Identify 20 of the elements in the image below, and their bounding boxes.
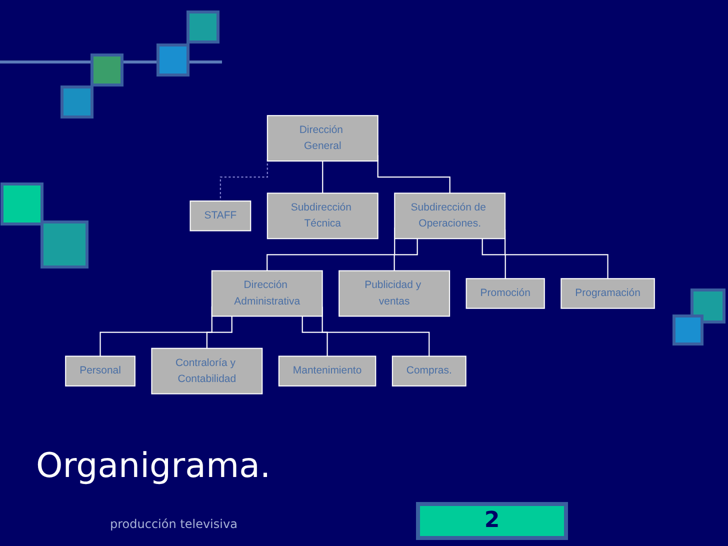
node-box: Personal (65, 356, 136, 387)
node-box: Promoción (466, 278, 545, 310)
node-box: Contraloría y Contabilidad (151, 348, 263, 395)
node-box: Publicidad y ventas (338, 270, 450, 318)
slide-title: Organigrama. (36, 446, 271, 486)
connector (482, 238, 506, 280)
slide-number: 2 (416, 502, 568, 540)
node-box: Programación (560, 278, 655, 310)
connector (394, 238, 418, 272)
node-box: Mantenimiento (278, 356, 376, 387)
node-box: Subdirección Técnica (266, 192, 378, 240)
node-box: Compras. (392, 356, 466, 387)
node-box: Dirección General (266, 115, 378, 162)
footer-text: producción televisiva (110, 517, 238, 531)
node-box: Dirección Administrativa (211, 270, 323, 318)
node-box: Subdirección de Operaciones. (394, 192, 506, 240)
connector (322, 161, 324, 194)
node-box: STAFF (190, 200, 252, 232)
connector (206, 316, 232, 350)
connector (302, 316, 328, 358)
